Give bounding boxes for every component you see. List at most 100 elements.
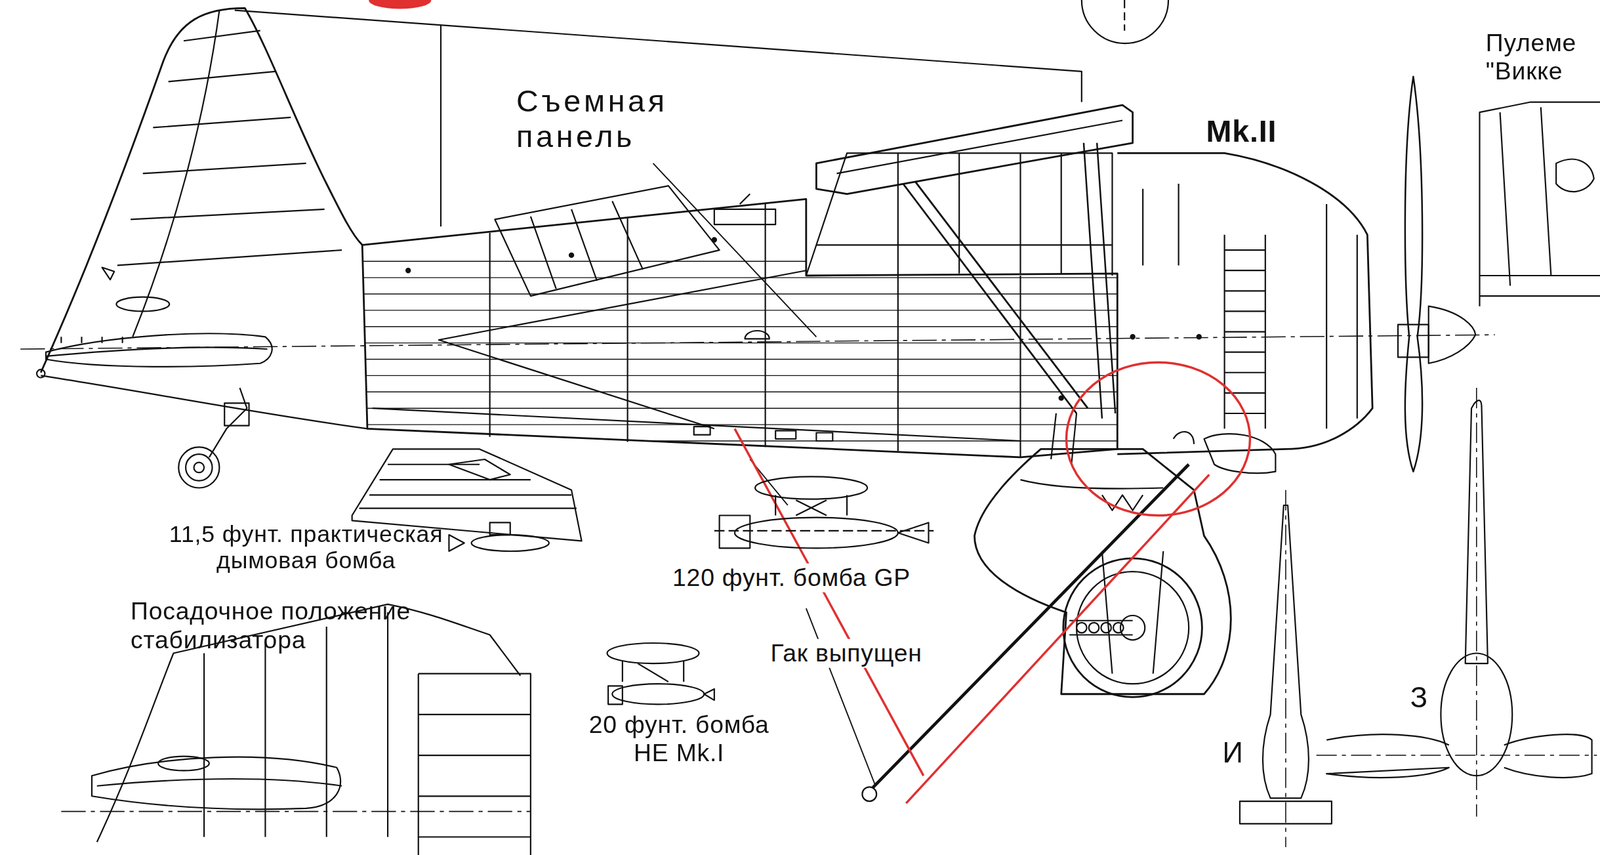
fuselage-part [745, 330, 770, 339]
landing-gear-part [1100, 622, 1112, 634]
landing-gear-part [1113, 622, 1124, 634]
fuselage-part [406, 268, 411, 273]
bomb-120-inset-part [719, 515, 751, 549]
main-canopy-part [898, 152, 1062, 276]
cockpit-detail-part [1479, 102, 1600, 307]
bomb-20-inset [607, 642, 715, 704]
tail-wheel-part [209, 387, 248, 458]
front-view-z-part [1326, 734, 1592, 778]
upper-wing-part [1083, 143, 1116, 419]
bomb-120-inset-part [898, 522, 929, 543]
engine-cowling-part [1117, 152, 1373, 454]
engine-cowling [1117, 152, 1373, 473]
fuselage-part [362, 261, 1123, 441]
smoke-bomb-inset-part [448, 534, 464, 552]
cockpit-detail-part [1479, 275, 1600, 296]
front-view-z [1316, 387, 1598, 817]
fuselage-part [372, 408, 1021, 441]
tail-wheel-part [224, 402, 249, 426]
propeller-part [1428, 306, 1477, 364]
tail-fin-part [116, 297, 170, 312]
fuselage-part [490, 204, 1021, 458]
top-marks-part [369, 0, 431, 8]
fuselage-part [816, 432, 833, 441]
tail-fin [40, 7, 363, 372]
arrester-hook-part [872, 464, 1189, 788]
fuselage-part [569, 253, 574, 258]
stabilizer-inset-part [97, 778, 342, 786]
fuselage-part [694, 426, 711, 435]
tail-fin-part [102, 267, 115, 281]
variant-label: Mk.II [1206, 114, 1278, 150]
stabilizer-inset-part [158, 756, 210, 771]
landing-gear-part [1088, 622, 1100, 634]
front-view-i-part [1285, 490, 1287, 847]
tail-plane-part [36, 369, 45, 378]
engine-cowling-part [1326, 204, 1358, 429]
bomb-20-inset-part [607, 642, 700, 664]
fuselage-part [775, 430, 796, 439]
bomb-label: 20 фунт. бомба НЕ Mk.I [569, 710, 789, 767]
landing-gear-part [1076, 571, 1189, 684]
leader-line-part [653, 163, 817, 337]
landing-gear-part [1102, 551, 1164, 674]
leader-line-part [806, 608, 876, 786]
stabilizer-inset-part [418, 673, 531, 855]
fuselage-part [438, 270, 807, 429]
antenna-wire [234, 10, 1082, 227]
part-label: Съемная панель [516, 83, 711, 155]
fuselage-part [362, 198, 1118, 458]
tail-plane-part [40, 375, 368, 429]
engine-cowling-part [1224, 234, 1266, 430]
stabilizer-inset-part [61, 810, 531, 813]
leader-line [653, 163, 876, 786]
bomb-20-inset-part [703, 688, 715, 700]
fuselage [362, 198, 1202, 458]
top-marks-part [1081, 0, 1169, 44]
antenna-wire-part [440, 25, 442, 227]
bomb-20-inset-part [612, 683, 704, 704]
rear-canopy-part [530, 200, 643, 289]
bomb-120-inset-part [755, 476, 868, 499]
bomb-120-inset-part [734, 517, 899, 549]
arrester-hook-part [1173, 431, 1194, 445]
arrester-hook [861, 431, 1194, 801]
view-letter: З [1410, 681, 1429, 715]
bomb-20-inset-part [608, 685, 623, 704]
landing-gear-part [1020, 479, 1164, 489]
bomb-label: 120 фунт. бомба GP [669, 563, 914, 592]
propeller-part [1405, 76, 1423, 472]
propeller-part [1397, 324, 1429, 358]
front-view-i-part [1262, 505, 1309, 798]
upper-wing-part [837, 120, 1124, 174]
tail-wheel-part [185, 453, 212, 481]
tail-plane-part [45, 347, 268, 357]
front-view-z-part [1316, 387, 1598, 817]
upper-wing-part [1142, 183, 1179, 266]
view-letter: И [1222, 736, 1244, 770]
bomb-20-inset-part [622, 661, 684, 682]
upper-wing [816, 104, 1179, 419]
bomb-120-inset-part [714, 530, 934, 532]
red-marks-part [1066, 362, 1250, 515]
tail-fin-part [117, 30, 342, 266]
smoke-bomb-inset-part [448, 459, 510, 480]
landing-gear-part [1050, 413, 1077, 465]
engine-cowling-part [1224, 249, 1266, 414]
fuselage-part [362, 261, 1123, 441]
tail-plane-part [45, 333, 273, 367]
fuselage-part [1059, 396, 1064, 401]
rear-canopy-part [714, 194, 776, 226]
rear-canopy-part [494, 185, 719, 296]
bomb-120-inset-part [775, 494, 847, 515]
cockpit-detail-part [1556, 159, 1595, 192]
tail-wheel-part [178, 446, 220, 488]
tail-wheel [178, 387, 249, 488]
tail-fin-part [40, 7, 363, 372]
tail-wheel-part [194, 462, 205, 473]
landing-gear-part [1063, 558, 1203, 698]
smoke-bomb-inset-part [490, 522, 511, 535]
rear-canopy [494, 185, 776, 296]
tail-plane-part [61, 336, 123, 343]
